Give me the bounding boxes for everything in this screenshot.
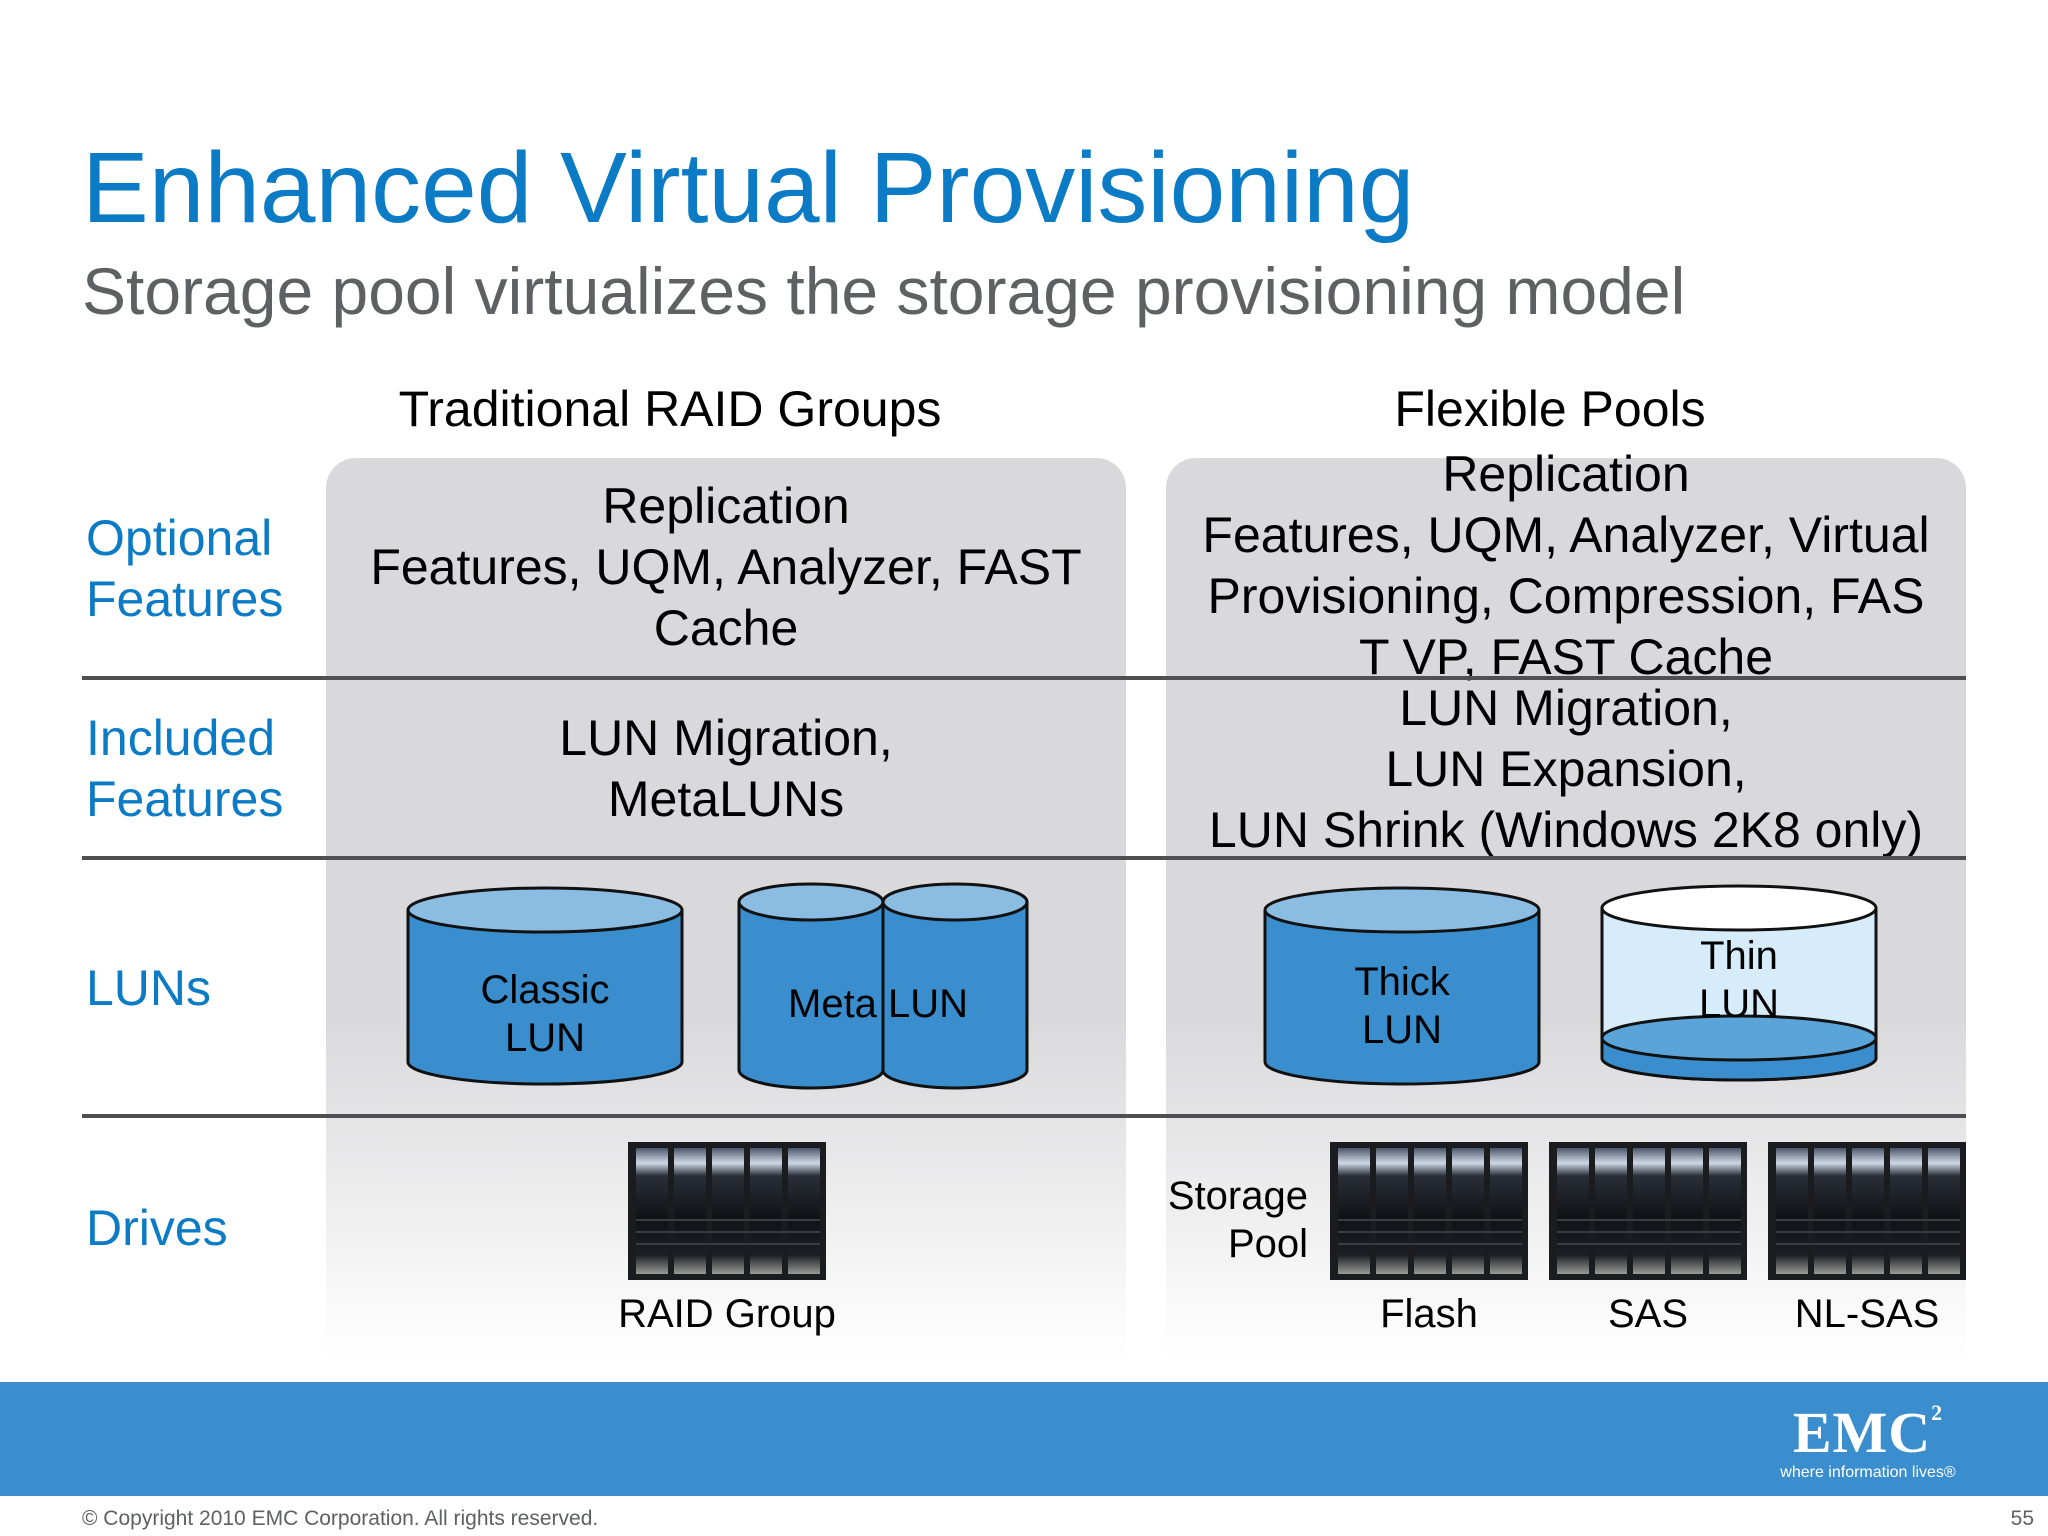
divider-line <box>82 676 1966 680</box>
text-line: Features, UQM, Analyzer, FAST <box>370 539 1082 595</box>
text-line: Thick <box>1354 960 1450 1004</box>
raid-group-drive-image <box>627 1141 827 1281</box>
emc-logo-text: EMC <box>1792 1400 1932 1465</box>
storage-pool-label: Storage Pool <box>1150 1172 1308 1268</box>
text-line: Provisioning, Compression, FAS <box>1207 568 1925 624</box>
text-line: LUN <box>1698 982 1780 1026</box>
text-line: LUN Shrink (Windows 2K8 only) <box>1208 802 1924 858</box>
row-label-line: Features <box>86 771 284 827</box>
slide-title: Enhanced Virtual Provisioning <box>82 132 1415 244</box>
pools-optional-features: Replication Features, UQM, Analyzer, Vir… <box>1166 444 1966 688</box>
text-line: Cache <box>653 600 799 656</box>
text-line: Features, UQM, Analyzer, Virtual <box>1202 507 1930 563</box>
classic-lun-label: Classic LUN <box>408 966 682 1062</box>
meta-lun-label-left: Meta <box>788 982 877 1026</box>
row-label-drives: Drives <box>86 1200 228 1256</box>
copyright-notice: © Copyright 2010 EMC Corporation. All ri… <box>82 1507 599 1530</box>
nl-sas-drive-image <box>1768 1142 1966 1280</box>
raid-group-label: RAID Group <box>618 1292 836 1336</box>
thin-lun-cylinder <box>1600 884 1878 1082</box>
text-line: Thin <box>1700 934 1778 978</box>
text-line: LUN Migration, <box>559 710 893 766</box>
row-label-included-features: Included Features <box>86 708 283 830</box>
text-line: LUN <box>1361 1008 1443 1052</box>
emc-logo: EMC2 where information lives® <box>1768 1402 1968 1482</box>
classic-lun-cylinder <box>406 886 684 1086</box>
emc-tagline: where information lives® <box>1780 1464 1956 1481</box>
text-line: Replication <box>1442 446 1690 502</box>
sas-label: SAS <box>1607 1292 1689 1336</box>
page-number: 55 <box>2010 1507 2034 1530</box>
row-label-line: Features <box>86 571 284 627</box>
nl-sas-label: NL-SAS <box>1794 1292 1940 1336</box>
row-label-optional-features: Optional Features <box>86 508 283 630</box>
text-line: LUN <box>504 1016 586 1060</box>
sas-drive-image <box>1548 1141 1748 1281</box>
divider-line <box>82 1114 1966 1118</box>
thick-lun-label: Thick LUN <box>1265 958 1539 1054</box>
traditional-optional-features: Replication Features, UQM, Analyzer, FAS… <box>326 476 1126 659</box>
text-line: LUN Expansion, <box>1385 741 1747 797</box>
row-label-line: Included <box>86 710 276 766</box>
row-label-line: Optional <box>86 510 273 566</box>
row-label-luns: LUNs <box>86 960 212 1016</box>
text-line: Storage <box>1167 1174 1308 1218</box>
meta-lun-cylinders <box>737 882 1029 1090</box>
flash-label: Flash <box>1380 1292 1478 1336</box>
meta-lun-label-right: LUN <box>888 982 969 1026</box>
text-line: LUN Migration, <box>1399 680 1733 736</box>
thin-lun-label: Thin LUN <box>1602 932 1876 1028</box>
text-line: MetaLUNs <box>607 771 845 827</box>
flexible-pools-header: Flexible Pools <box>1394 381 1706 437</box>
emc-logo-superscript: 2 <box>1931 1400 1944 1425</box>
thick-lun-cylinder <box>1263 886 1541 1086</box>
text-line: T VP, FAST Cache <box>1358 629 1774 685</box>
slide-subtitle: Storage pool virtualizes the storage pro… <box>82 254 1686 328</box>
emc-logo-wordmark: EMC2 <box>1768 1402 1968 1462</box>
text-line: Replication <box>602 478 850 534</box>
traditional-included-features: LUN Migration, MetaLUNs <box>326 708 1126 830</box>
footer-bar <box>0 1382 2048 1496</box>
pools-included-features: LUN Migration, LUN Expansion, LUN Shrink… <box>1166 678 1966 861</box>
text-line: Classic <box>480 968 610 1012</box>
traditional-raid-groups-header: Traditional RAID Groups <box>398 381 942 437</box>
divider-line <box>82 856 1966 860</box>
text-line: Pool <box>1227 1222 1308 1266</box>
flash-drive-image <box>1329 1141 1529 1281</box>
